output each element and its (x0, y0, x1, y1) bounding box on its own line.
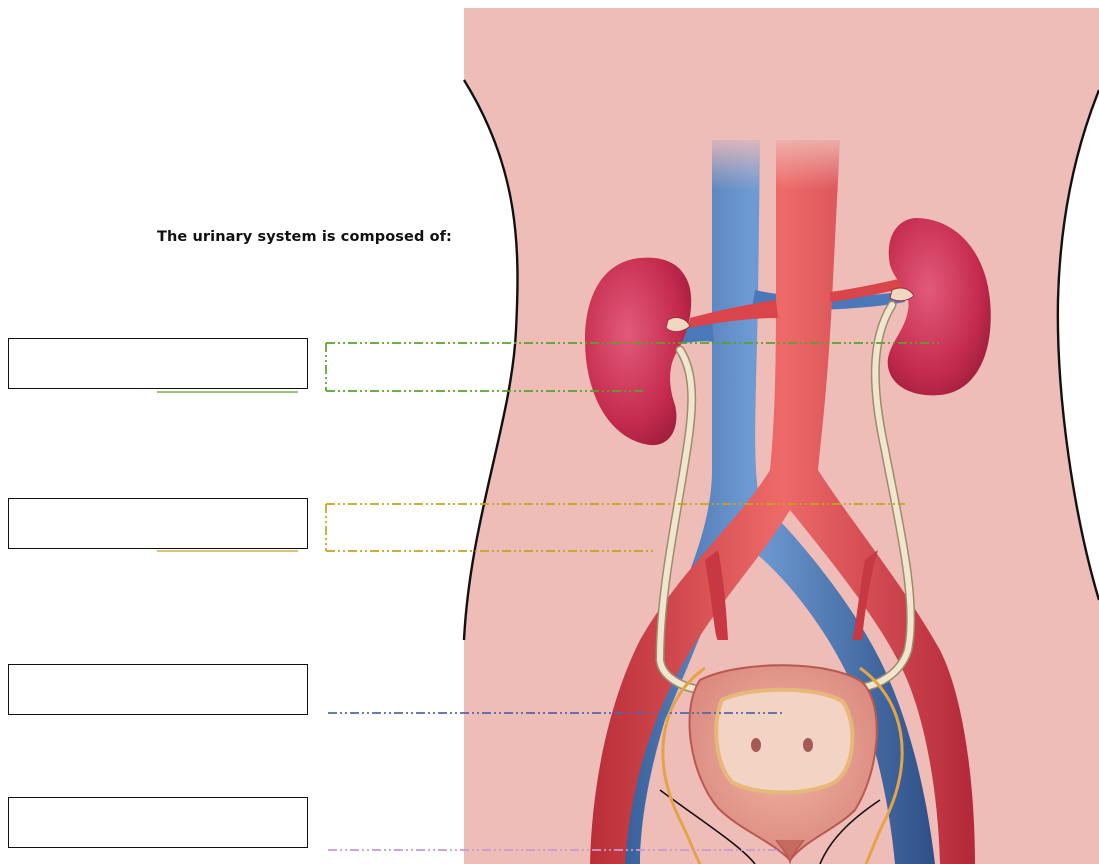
answer-box-1[interactable] (8, 338, 308, 389)
answer-input-1[interactable] (9, 339, 307, 388)
answer-box-4[interactable] (8, 797, 308, 848)
diagram-title: The urinary system is composed of: (157, 229, 452, 245)
answer-box-3[interactable] (8, 664, 308, 715)
answer-box-2[interactable] (8, 498, 308, 549)
answer-input-4[interactable] (9, 798, 307, 847)
answer-input-3[interactable] (9, 665, 307, 714)
answer-input-2[interactable] (9, 499, 307, 548)
